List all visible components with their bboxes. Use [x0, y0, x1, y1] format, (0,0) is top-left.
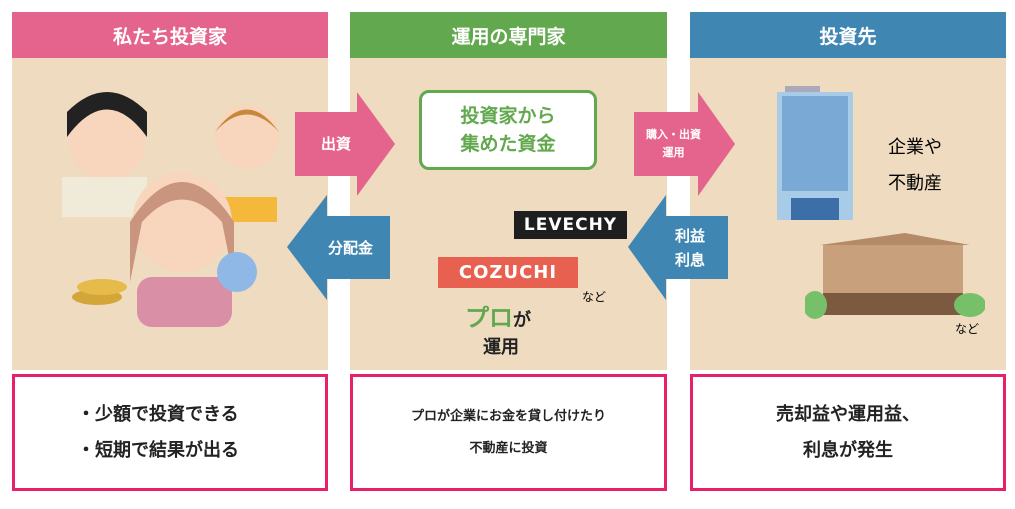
investor-benefits-box: ・少額で投資できる ・短期で結果が出る — [12, 374, 328, 491]
benefit-2: ・短期で結果が出る — [77, 439, 239, 461]
investors-column: 私たち投資家 — [12, 12, 328, 370]
profit-label: 利益利息 — [675, 224, 705, 272]
expert-description-box: プロが企業にお金を貸し付けたり 不動産に投資 — [350, 374, 667, 491]
pro-text: プロ — [465, 304, 513, 332]
pro-label: プロが — [465, 298, 531, 333]
investee-label: 企業や 不動産 — [888, 130, 942, 202]
returns-1: 売却益や運用益、 — [776, 403, 920, 425]
experts-column: 運用の専門家 — [350, 12, 667, 370]
profit-arrow: 利益利息 — [628, 195, 728, 300]
purchase-arrow: 購入・出資運用 — [634, 92, 735, 196]
returns-box: 売却益や運用益、 利息が発生 — [690, 374, 1006, 491]
experts-header: 運用の専門家 — [350, 12, 667, 58]
purchase-line1: 購入・出資 — [646, 128, 701, 142]
benefit-1: ・少額で投資できる — [77, 403, 239, 425]
distribution-label: 分配金 — [327, 238, 373, 257]
returns-2: 利息が発生 — [803, 439, 893, 461]
investee-line1: 企業や — [888, 137, 942, 158]
investors-illustration — [62, 92, 279, 327]
investee-etc-label: など — [955, 322, 980, 336]
levechy-logo: LEVECHY — [514, 211, 627, 239]
purchase-line2: 運用 — [662, 146, 685, 159]
invest-arrow: 出資 — [295, 92, 395, 196]
investors-header: 私たち投資家 — [12, 12, 328, 58]
purchase-label: 購入・出資運用 — [646, 126, 701, 161]
fund-line1: 投資家から — [460, 104, 556, 127]
invest-label: 出資 — [320, 135, 351, 153]
ga-text: が — [513, 310, 531, 331]
investee-line2: 不動産 — [888, 173, 942, 194]
expert-desc-2: 不動産に投資 — [469, 440, 548, 456]
etc-label: など — [582, 290, 607, 304]
cozuchi-logo: COZUCHI — [438, 257, 578, 288]
profit-line1: 利益 — [674, 226, 705, 245]
apartment-building-icon — [805, 233, 985, 319]
profit-line2: 利息 — [674, 250, 705, 269]
managed-label: 運用 — [483, 337, 519, 358]
pooled-funds-box: 投資家から 集めた資金 — [419, 90, 597, 170]
distribution-arrow: 分配金 — [287, 195, 390, 300]
office-building-icon — [777, 86, 853, 220]
expert-desc-1: プロが企業にお金を貸し付けたり — [410, 409, 606, 425]
investees-header: 投資先 — [690, 12, 1006, 58]
fund-line2: 集めた資金 — [460, 133, 556, 155]
